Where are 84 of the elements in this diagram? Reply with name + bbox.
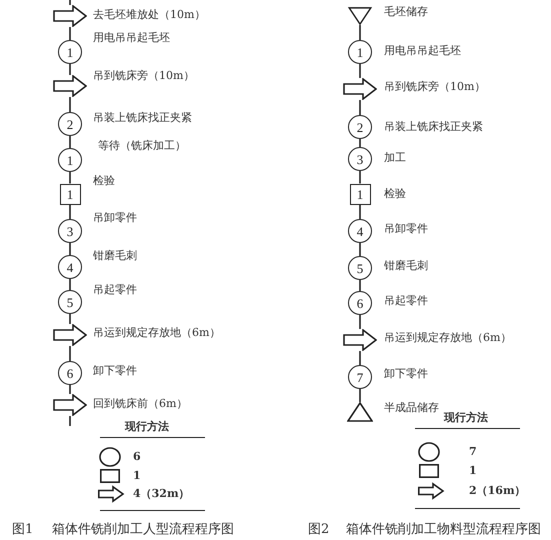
step-label: 毛坯储存	[384, 5, 428, 19]
storage-triangle	[347, 7, 373, 25]
connector-line	[359, 280, 361, 291]
figure-number: 图1	[12, 522, 34, 538]
connector-line	[359, 204, 361, 219]
connector-line	[69, 314, 71, 324]
operation-circle: 6	[348, 291, 372, 315]
step-label: 回到铣床前（6m）	[93, 397, 188, 411]
connector-line	[359, 315, 361, 329]
count-text: 1	[469, 464, 477, 478]
figure-number: 图2	[308, 522, 330, 538]
step-label: 吊到铣床旁（10m）	[384, 80, 486, 94]
connector-line	[69, 97, 71, 112]
step-label: 检验	[93, 174, 115, 188]
connector-line	[69, 346, 71, 361]
connector-line	[69, 385, 71, 394]
operation-circle: 7	[348, 365, 372, 389]
connector-line	[69, 172, 71, 184]
step-label: 吊运到规定存放地（6m）	[384, 331, 512, 345]
operation-circle: 5	[348, 256, 372, 280]
transport-symbol	[53, 394, 87, 416]
storage-triangle	[347, 402, 373, 422]
connector-line	[69, 243, 71, 255]
connector-line	[359, 243, 361, 256]
step-label: 用电吊吊起毛坯	[384, 44, 461, 58]
step-label: 吊卸零件	[384, 222, 428, 236]
operation-circle: 2	[58, 112, 82, 136]
step-label: 钳磨毛刺	[93, 249, 137, 263]
step-label: 吊到铣床旁（10m）	[93, 69, 194, 83]
step-label: 卸下零件	[384, 367, 428, 381]
connector-line	[69, 416, 71, 426]
connector-line	[69, 27, 71, 40]
operation-circle: 3	[58, 219, 82, 243]
operation-circle: 4	[348, 219, 372, 243]
table-heading: 现行方法	[125, 420, 169, 434]
step-label: 半成品储存	[384, 401, 439, 415]
step-label: 吊装上铣床找正夹紧	[384, 120, 483, 134]
inspection-square: 1	[60, 184, 80, 204]
step-label: 用电吊吊起毛坯	[93, 31, 170, 45]
figure-caption: 箱体件铣削加工物料型流程程序图	[346, 522, 541, 538]
connector-line	[359, 389, 361, 402]
step-label: 钳磨毛刺	[384, 259, 428, 273]
connector-line	[69, 279, 71, 290]
operation-circle: 3	[348, 147, 372, 171]
transport-symbol	[343, 78, 377, 100]
transport-symbol	[53, 5, 87, 27]
connector-line	[359, 139, 361, 147]
figure-caption: 箱体件铣削加工人型流程程序图	[52, 522, 234, 538]
operation-circle: 1	[58, 40, 82, 64]
count-text: 4（32m）	[133, 487, 190, 501]
operation-circle: 5	[58, 290, 82, 314]
connector-line	[359, 25, 361, 40]
transport-symbol	[343, 329, 377, 351]
operation-circle: 1	[348, 40, 372, 64]
operation-circle: 6	[58, 361, 82, 385]
transport-symbol	[53, 324, 87, 346]
count-text: 2（16m）	[469, 484, 526, 498]
count-text: 7	[469, 445, 477, 459]
connector-line	[69, 136, 71, 148]
step-label: 吊起零件	[93, 283, 137, 297]
count-text: 6	[133, 450, 141, 464]
step-label: 吊运到规定存放地（6m）	[93, 326, 220, 340]
step-label: 去毛坯堆放处（10m）	[93, 8, 206, 22]
step-label: 检验	[384, 187, 406, 201]
connector-line	[69, 64, 71, 75]
connector-line	[359, 351, 361, 365]
connector-line	[359, 64, 361, 78]
operation-circle: 2	[348, 115, 372, 139]
connector-line	[69, 0, 71, 5]
inspection-square: 1	[350, 184, 370, 204]
connector-line	[69, 204, 71, 219]
step-label: 吊装上铣床找正夹紧	[93, 111, 192, 125]
table-heading: 现行方法	[444, 411, 488, 425]
operation-circle: 1	[58, 148, 82, 172]
step-label: 吊起零件	[384, 294, 428, 308]
step-label: 卸下零件	[93, 364, 137, 378]
count-text: 1	[133, 469, 141, 483]
connector-line	[359, 100, 361, 115]
step-label: 吊卸零件	[93, 211, 137, 225]
operation-circle: 4	[58, 255, 82, 279]
step-label: 加工	[384, 151, 406, 165]
step-label: 等待（铣床加工）	[98, 139, 186, 153]
transport-symbol	[53, 75, 87, 97]
connector-line	[359, 171, 361, 184]
